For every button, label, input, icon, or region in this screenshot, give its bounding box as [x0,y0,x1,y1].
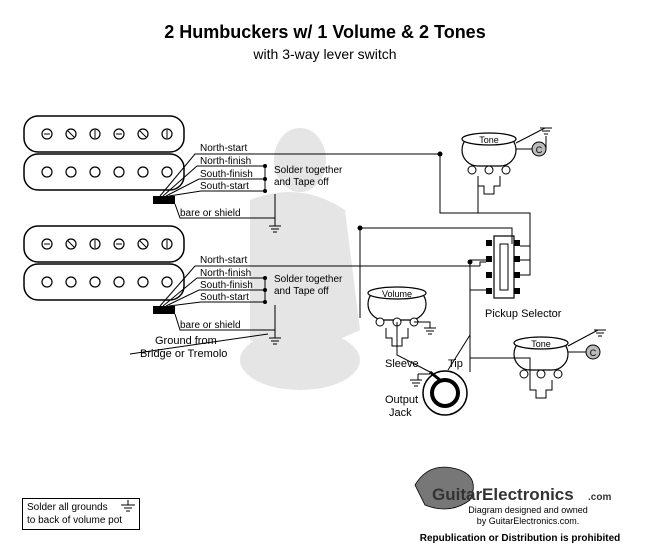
neck-solder-note-2: and Tape off [274,177,329,188]
grounds-note-box: Solder all grounds to back of volume pot [22,498,140,530]
logo-suffix: .com [588,492,611,503]
guitar-electronics-logo: GuitarElectronics .com Diagram designed … [414,466,621,544]
ground-symbol-icon [121,500,135,512]
pickup-selector-switch [486,235,520,299]
bridge-north-start-label: North-start [200,255,247,266]
output-jack-label-2: Jack [389,407,412,419]
output-jack-label-1: Output [385,394,418,406]
bridge-south-finish-label: South-finish [200,280,253,291]
diagram-subtitle: with 3-way lever switch [253,46,397,62]
tone-2-capacitor: C [567,329,606,360]
bridge-south-start-label: South-start [200,292,249,303]
tone-pot-2: Tone [513,336,569,399]
copyright-notice: Republication or Distribution is prohibi… [420,533,621,544]
sleeve-label: Sleeve [385,358,419,370]
ground-note-1: Ground from [155,335,217,347]
volume-pot: Volume [367,286,427,347]
credit-line-2: by GuitarElectronics.com. [477,516,580,526]
diagram-title: 2 Humbuckers w/ 1 Volume & 2 Tones [164,22,486,42]
output-jack [410,370,468,416]
tone-pot-1: Tone [461,132,517,195]
bridge-solder-note-2: and Tape off [274,286,329,297]
neck-pickup-wires [159,153,440,233]
grounds-note-line-1: Solder all grounds [27,502,108,513]
grounds-note-line-2: to back of volume pot [27,515,123,526]
credit-line-1: Diagram designed and owned [468,505,588,515]
bridge-humbucker [23,225,185,314]
tone-1-label: Tone [479,135,499,145]
neck-north-start-label: North-start [200,143,247,154]
bridge-bare-label: bare or shield [180,320,241,331]
neck-south-start-label: South-start [200,181,249,192]
tone-1-capacitor: C [515,127,552,157]
volume-label: Volume [382,289,412,299]
neck-south-finish-label: South-finish [200,169,253,180]
neck-solder-note-1: Solder together [274,165,343,176]
ground-note-2: Bridge or Tremolo [140,348,227,360]
logo-text: GuitarElectronics [432,485,574,504]
tip-label: Tip [448,358,463,370]
bridge-solder-note-1: Solder together [274,274,343,285]
neck-humbucker [23,115,185,204]
bridge-north-finish-label: North-finish [200,268,251,279]
neck-north-finish-label: North-finish [200,156,251,167]
signal-wires [359,154,531,380]
tone-2-label: Tone [531,339,551,349]
svg-text:C: C [590,348,597,358]
neck-bare-label: bare or shield [180,208,241,219]
watermark-figure [240,128,360,390]
svg-text:C: C [536,145,543,155]
pickup-selector-label: Pickup Selector [485,308,562,320]
